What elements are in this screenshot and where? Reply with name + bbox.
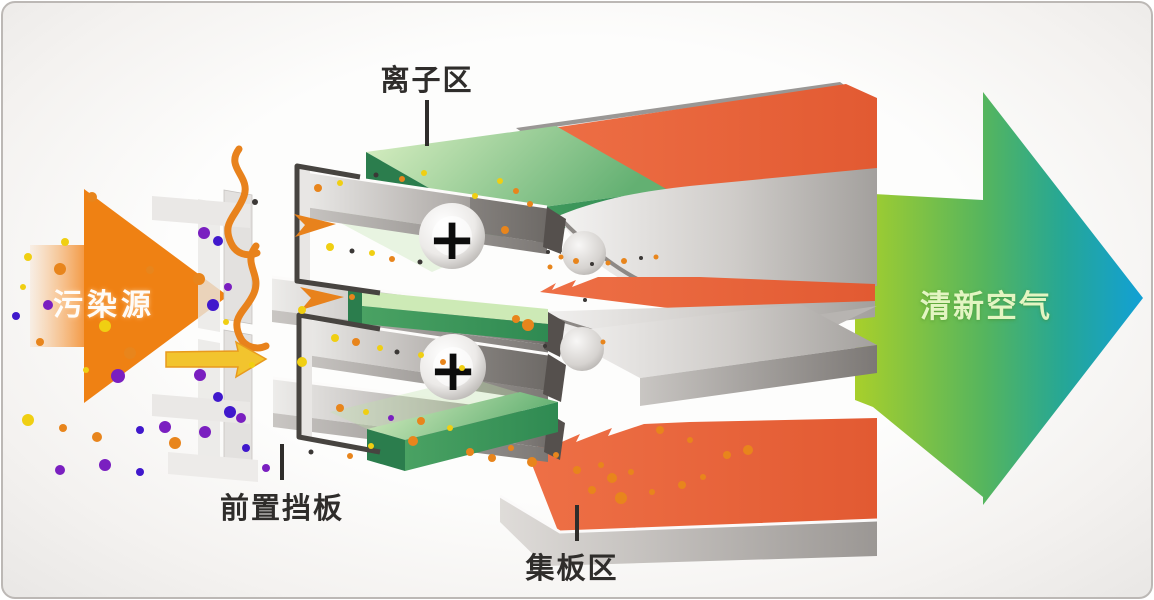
pollutant-particles [12,170,753,504]
collected-dust-middle [540,277,875,312]
neutral-particle-spheres [560,231,606,371]
wave-icon [233,242,270,352]
pollution-arrow [30,189,228,403]
airflow-wave-arrows [165,145,344,379]
label-ion-zone: 离子区 [380,63,474,97]
fresh-air-arrow [855,92,1143,505]
label-pollution-source: 污染源 [53,288,155,323]
wave-arrowhead-icon [294,214,336,237]
baffle-channel-2 [296,312,381,455]
wave-icon [224,145,261,259]
positive-ion-spheres: + + [419,203,486,404]
label-leader-lines [280,100,579,541]
label-front-baffle: 前置挡板 [219,491,345,525]
label-fresh-air: 清新空气 [920,289,1052,325]
wave-arrowhead-icon [300,287,344,310]
yellow-arrow-icon [165,340,268,379]
positive-charge-symbol: + [428,205,477,273]
front-baffle-stack [152,163,566,482]
baffle-channel-1 [294,163,381,296]
positive-charge-symbol: + [429,336,478,404]
label-collector-zone: 集板区 [525,551,619,585]
separator-blade-bottom [556,304,877,406]
